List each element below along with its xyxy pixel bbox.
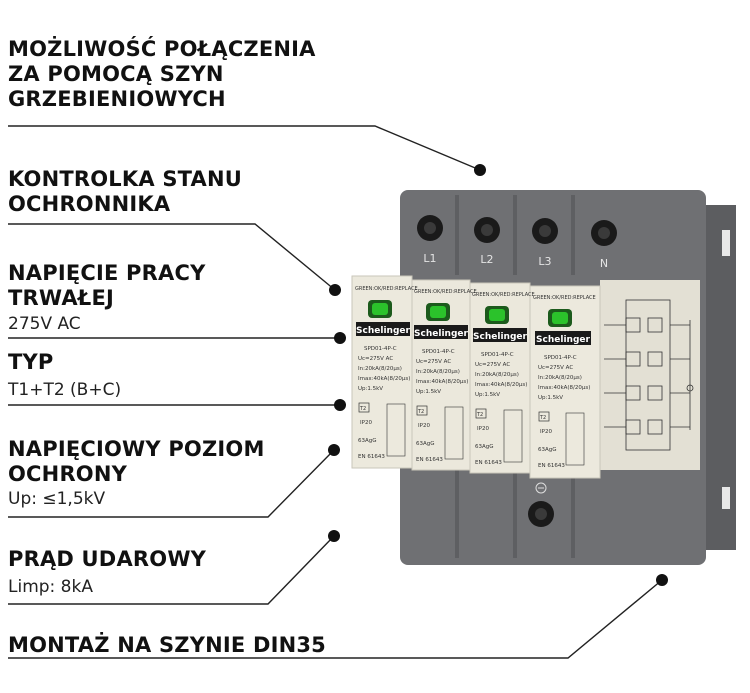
svg-text:Up:1.5kV: Up:1.5kV [358,386,383,392]
svg-text:SPD01-4P-C: SPD01-4P-C [364,346,397,352]
svg-text:T2: T2 [417,409,424,415]
svg-text:SPD01-4P-C: SPD01-4P-C [544,355,577,361]
svg-text:Imax:40kA(8/20μs): Imax:40kA(8/20μs) [538,385,590,391]
svg-text:IP20: IP20 [360,420,372,426]
svg-text:In:20kA(8/20μs): In:20kA(8/20μs) [538,375,582,381]
feature-type-value: T1+T2 (B+C) [8,380,122,400]
module-specs-3: SPD01-4P-C Uc=275V AC In:20kA(8/20μs) Im… [475,352,527,398]
status-text: GREEN:OK/RED:REPLACE [533,295,596,301]
svg-text:SPD01-4P-C: SPD01-4P-C [422,349,455,355]
module-specs-1: SPD01-4P-C Uc=275V AC In:20kA(8/20μs) Im… [358,346,410,392]
leader-lines [8,125,663,659]
svg-text:63AgG: 63AgG [416,441,435,447]
svg-text:63AgG: 63AgG [538,447,557,453]
module-specs-4: SPD01-4P-C Uc=275V AC In:20kA(8/20μs) Im… [538,355,590,401]
ground-icon [535,482,547,494]
wiring-schematic [604,299,694,451]
feature-voltage-value: 275V AC [8,314,81,334]
svg-text:IP20: IP20 [477,426,489,432]
module-marks-3: T2 IP20 63AgG EN 61643 [475,408,502,466]
brand-labels [356,322,591,345]
svg-text:IP20: IP20 [418,423,430,429]
svg-text:EN 61643: EN 61643 [416,457,443,463]
device-side-label [600,280,700,470]
svg-text:Up:1.5kV: Up:1.5kV [416,389,441,395]
svg-text:T2: T2 [359,406,366,412]
module-dividers [455,195,575,558]
terminal-screws [417,215,617,527]
status-text: GREEN:OK/RED:REPLACE [414,289,477,295]
status-indicators [368,300,572,327]
status-text: GREEN:OK/RED:REPLACE [355,286,418,292]
feature-impulse-title: PRĄD UDAROWY [8,547,207,571]
svg-text:EN 61643: EN 61643 [358,454,385,460]
svg-text:63AgG: 63AgG [475,444,494,450]
module-marks-2: T2 IP20 63AgG EN 61643 [416,405,443,463]
brand-name: Schelinger [536,335,590,345]
svg-text:In:20kA(8/20μs): In:20kA(8/20μs) [416,369,460,375]
svg-text:63AgG: 63AgG [358,438,377,444]
module-marks-4: T2 IP20 63AgG EN 61643 [538,411,565,469]
terminal-label-l2: L2 [480,253,493,266]
terminal-label-n: N [600,257,608,270]
terminal-label-l3: L3 [538,255,551,268]
svg-text:In:20kA(8/20μs): In:20kA(8/20μs) [475,372,519,378]
svg-text:T2: T2 [476,412,483,418]
feature-indicator-title: KONTROLKA STANU OCHRONNIKA [8,167,243,216]
device-side-notch [722,230,730,256]
svg-text:Uc=275V AC: Uc=275V AC [358,356,393,362]
feature-voltage-title: NAPIĘCIE PRACY TRWAŁEJ [8,261,206,310]
brand-name: Schelinger [473,332,527,342]
feature-din-title: MONTAŻ NA SZYNIE DIN35 [8,633,326,657]
svg-text:Uc=275V AC: Uc=275V AC [475,362,510,368]
svg-text:IP20: IP20 [540,429,552,435]
svg-text:In:20kA(8/20μs): In:20kA(8/20μs) [358,366,402,372]
svg-text:Up:1.5kV: Up:1.5kV [538,395,563,401]
status-text: GREEN:OK/RED:REPLACE [472,292,535,298]
svg-text:SPD01-4P-C: SPD01-4P-C [481,352,514,358]
svg-text:Uc=275V AC: Uc=275V AC [416,359,451,365]
svg-text:Uc=275V AC: Uc=275V AC [538,365,573,371]
feature-busbar-title: MOŻLIWOŚĆ POŁĄCZENIA ZA POMOCĄ SZYN GRZE… [8,37,316,111]
svg-text:Imax:40kA(8/20μs): Imax:40kA(8/20μs) [416,379,468,385]
feature-type-title: TYP [8,350,54,374]
svg-text:Imax:40kA(8/20μs): Imax:40kA(8/20μs) [358,376,410,382]
feature-impulse-value: Limp: 8kA [8,577,93,597]
leader-dots [328,164,668,586]
brand-name: Schelinger [356,326,410,336]
device-side-notch [722,487,730,509]
svg-text:Imax:40kA(8/20μs): Imax:40kA(8/20μs) [475,382,527,388]
svg-text:Up:1.5kV: Up:1.5kV [475,392,500,398]
feature-protection-value: Up: ≤1,5kV [8,489,106,509]
module-marks-1: T2 IP20 63AgG EN 61643 [358,402,385,460]
feature-protection-title: NAPIĘCIOWY POZIOM OCHRONY [8,437,265,486]
module-schematics [386,403,585,466]
module-specs-2: SPD01-4P-C Uc=275V AC In:20kA(8/20μs) Im… [416,349,468,395]
svg-text:EN 61643: EN 61643 [475,460,502,466]
brand-name: Schelinger [414,329,468,339]
svg-text:T2: T2 [539,415,546,421]
svg-text:EN 61643: EN 61643 [538,463,565,469]
terminal-label-l1: L1 [423,252,436,265]
